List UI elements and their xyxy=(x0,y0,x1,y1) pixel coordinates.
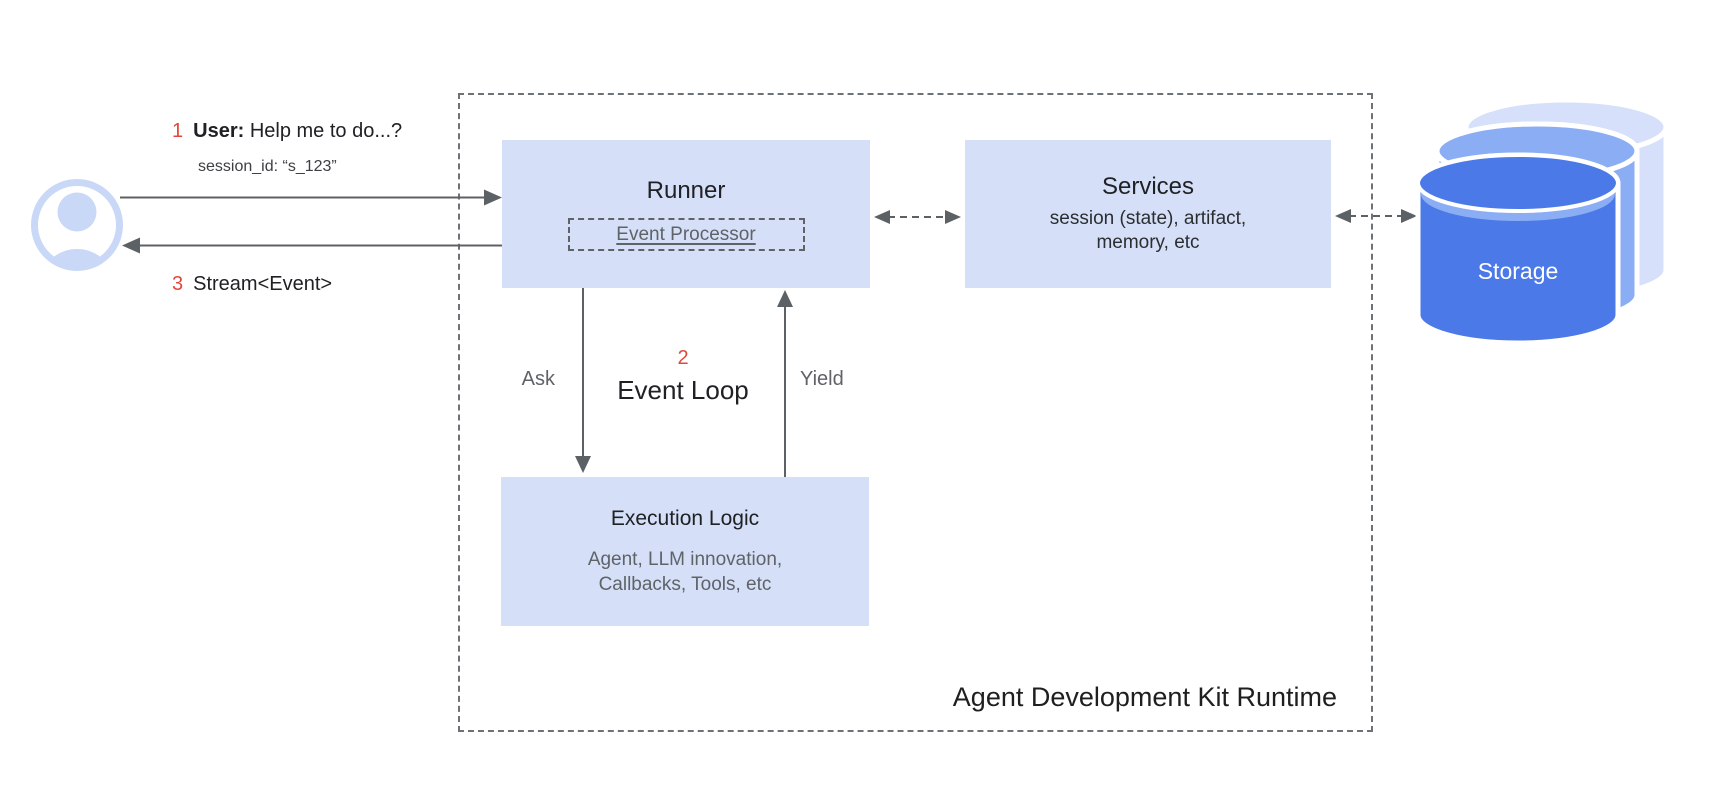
execution-logic-desc-line1: Agent, LLM innovation, xyxy=(587,548,783,570)
execution-logic-desc-line2: Callbacks, Tools, etc xyxy=(598,573,772,595)
runner-title: Runner xyxy=(646,177,726,204)
services-desc-line2: memory, etc xyxy=(1096,232,1200,253)
event-processor-box: Event Processor xyxy=(567,218,805,251)
services-title: Services xyxy=(1101,173,1195,200)
execution-logic-box: Execution Logic Agent, LLM innovation, C… xyxy=(501,477,869,626)
stream-response-text: Stream<Event> xyxy=(193,273,333,295)
services-desc-line1: session (state), artifact, xyxy=(1049,208,1247,229)
step-number-2: 2 xyxy=(677,347,689,369)
storage-cylinder-icon xyxy=(1415,97,1669,346)
user-speaker-label: User: xyxy=(193,120,245,142)
user-request-text: Help me to do...? xyxy=(249,120,403,142)
session-id-label: session_id: “s_123” xyxy=(198,158,337,175)
storage-cylinder-front xyxy=(1415,152,1621,346)
event-loop-title: Event Loop xyxy=(617,375,749,405)
runner-box: Runner Event Processor xyxy=(502,140,870,288)
avatar-head xyxy=(57,192,97,232)
user-request-label: 1 User: Help me to do...? xyxy=(172,120,402,143)
stream-response-label: 3 Stream<Event> xyxy=(172,273,332,296)
services-description: session (state), artifact, memory, etc xyxy=(1050,207,1246,255)
storage-label: Storage xyxy=(1477,258,1559,284)
execution-logic-title: Execution Logic xyxy=(610,506,760,530)
storage-cylinder-middle xyxy=(1434,121,1640,325)
event-loop-label: 2 Event Loop xyxy=(583,347,783,406)
step-number-3: 3 xyxy=(172,273,184,295)
response-arrowhead xyxy=(122,237,140,254)
yield-arrow-label: Yield xyxy=(800,368,844,390)
services-storage-arrowhead-right xyxy=(1401,209,1417,223)
runtime-title: Agent Development Kit Runtime xyxy=(952,682,1337,712)
runtime-boundary xyxy=(458,93,1373,732)
execution-logic-description: Agent, LLM innovation, Callbacks, Tools,… xyxy=(588,547,782,597)
avatar-shoulders xyxy=(43,249,111,265)
user-avatar-icon xyxy=(31,179,123,271)
ask-arrow-label: Ask xyxy=(521,368,555,390)
event-processor-label: Event Processor xyxy=(616,223,756,245)
services-box: Services session (state), artifact, memo… xyxy=(965,140,1331,288)
step-number-1: 1 xyxy=(172,120,184,142)
